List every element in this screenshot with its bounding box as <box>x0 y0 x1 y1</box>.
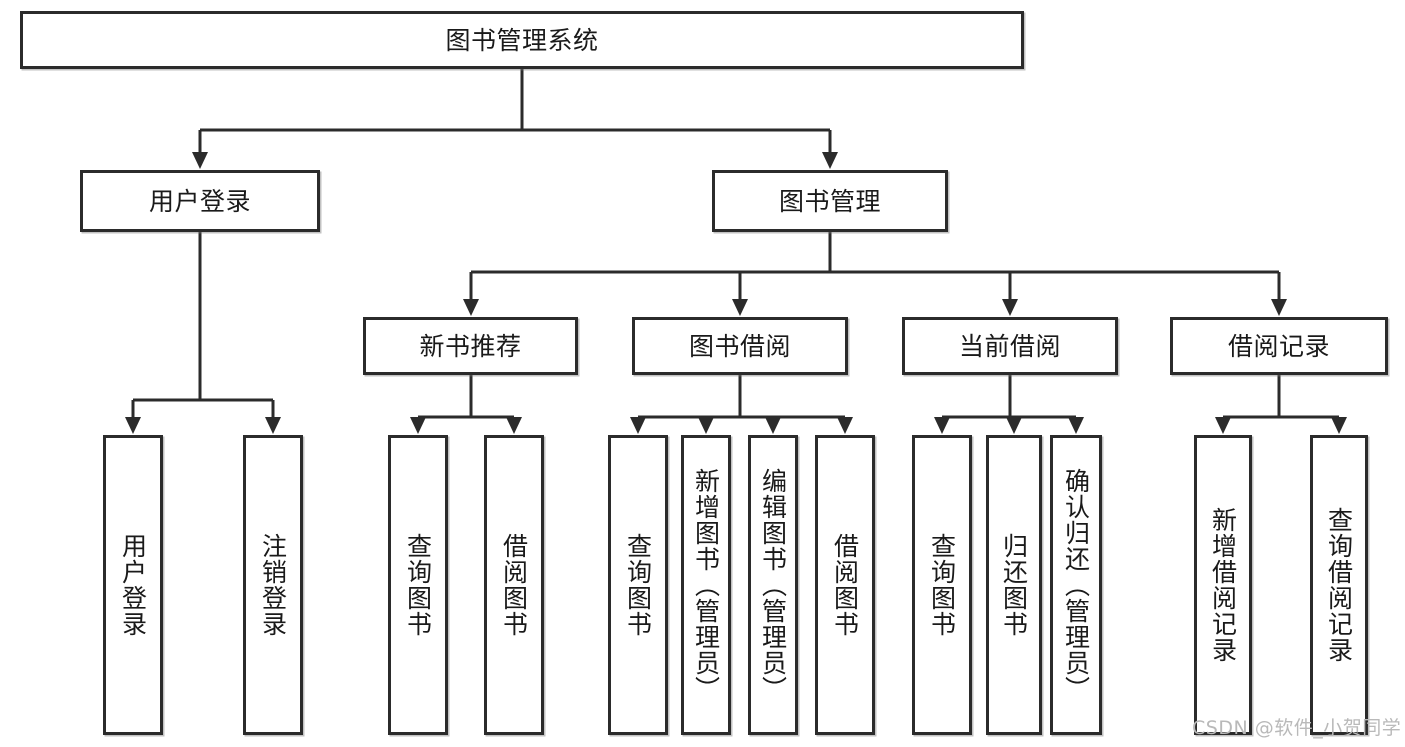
node-label: 用户登录 <box>148 186 251 216</box>
arrowhead-icon <box>837 417 853 434</box>
node-label: 确认归还（管理员） <box>1061 468 1091 702</box>
arrowhead-icon <box>732 299 748 316</box>
edge-group-user-login <box>125 232 281 434</box>
node-user-login[interactable]: 用户登录 <box>80 170 320 232</box>
node-book-manage[interactable]: 图书管理 <box>712 170 948 232</box>
node-label: 查询图书 <box>623 533 653 637</box>
node-label: 查询借阅记录 <box>1324 507 1354 663</box>
edge-group-book-manage <box>463 232 1287 316</box>
node-leaf-query-record[interactable]: 查询借阅记录 <box>1310 435 1368 735</box>
node-label: 新增借阅记录 <box>1208 507 1238 663</box>
arrowhead-icon <box>1271 299 1287 316</box>
arrowhead-icon <box>1002 299 1018 316</box>
node-leaf-query-book-2[interactable]: 查询图书 <box>608 435 668 735</box>
edge-group-root <box>192 69 838 169</box>
node-label: 编辑图书（管理员） <box>758 468 788 702</box>
node-leaf-edit-book[interactable]: 编辑图书（管理员） <box>748 435 798 735</box>
node-book-borrow[interactable]: 图书借阅 <box>632 317 848 375</box>
node-leaf-query-book-3[interactable]: 查询图书 <box>912 435 972 735</box>
node-current-borrow[interactable]: 当前借阅 <box>902 317 1118 375</box>
arrowhead-icon <box>1068 417 1084 434</box>
arrowhead-icon <box>265 417 281 434</box>
arrowhead-icon <box>192 152 208 169</box>
arrowhead-icon <box>1006 417 1022 434</box>
arrowhead-icon <box>410 417 426 434</box>
arrowhead-icon <box>125 417 141 434</box>
node-label: 查询图书 <box>927 533 957 637</box>
node-label: 借阅记录 <box>1227 331 1330 361</box>
node-label: 新书推荐 <box>419 331 522 361</box>
node-root[interactable]: 图书管理系统 <box>20 11 1024 69</box>
node-label: 图书管理系统 <box>445 25 599 55</box>
arrowhead-icon <box>822 152 838 169</box>
node-label: 借阅图书 <box>499 533 529 637</box>
node-borrow-record[interactable]: 借阅记录 <box>1170 317 1388 375</box>
node-leaf-return-book[interactable]: 归还图书 <box>986 435 1042 735</box>
node-label: 注销登录 <box>258 533 288 637</box>
edge-group-borrow-record <box>1215 375 1347 434</box>
arrowhead-icon <box>698 417 714 434</box>
arrowhead-icon <box>506 417 522 434</box>
edge-group-new-book-rec <box>410 375 522 434</box>
node-leaf-borrow-book-2[interactable]: 借阅图书 <box>815 435 875 735</box>
node-label: 图书借阅 <box>688 331 791 361</box>
node-label: 当前借阅 <box>958 331 1061 361</box>
arrowhead-icon <box>765 417 781 434</box>
node-label: 查询图书 <box>403 533 433 637</box>
node-label: 借阅图书 <box>830 533 860 637</box>
node-label: 用户登录 <box>118 533 148 637</box>
arrowhead-icon <box>1215 417 1231 434</box>
arrowhead-icon <box>1331 417 1347 434</box>
node-new-book-rec[interactable]: 新书推荐 <box>363 317 578 375</box>
arrowhead-icon <box>934 417 950 434</box>
node-label: 新增图书（管理员） <box>691 468 721 702</box>
node-leaf-confirm-return[interactable]: 确认归还（管理员） <box>1050 435 1102 735</box>
node-leaf-user-login[interactable]: 用户登录 <box>103 435 163 735</box>
node-leaf-add-record[interactable]: 新增借阅记录 <box>1194 435 1252 735</box>
arrowhead-icon <box>630 417 646 434</box>
node-label: 归还图书 <box>999 533 1029 637</box>
edge-group-current-borrow <box>934 375 1084 434</box>
edge-group-book-borrow <box>630 375 853 434</box>
node-leaf-query-book-1[interactable]: 查询图书 <box>388 435 448 735</box>
node-leaf-logout[interactable]: 注销登录 <box>243 435 303 735</box>
node-label: 图书管理 <box>778 186 881 216</box>
arrowhead-icon <box>463 299 479 316</box>
node-leaf-borrow-book-1[interactable]: 借阅图书 <box>484 435 544 735</box>
node-leaf-add-book[interactable]: 新增图书（管理员） <box>681 435 731 735</box>
